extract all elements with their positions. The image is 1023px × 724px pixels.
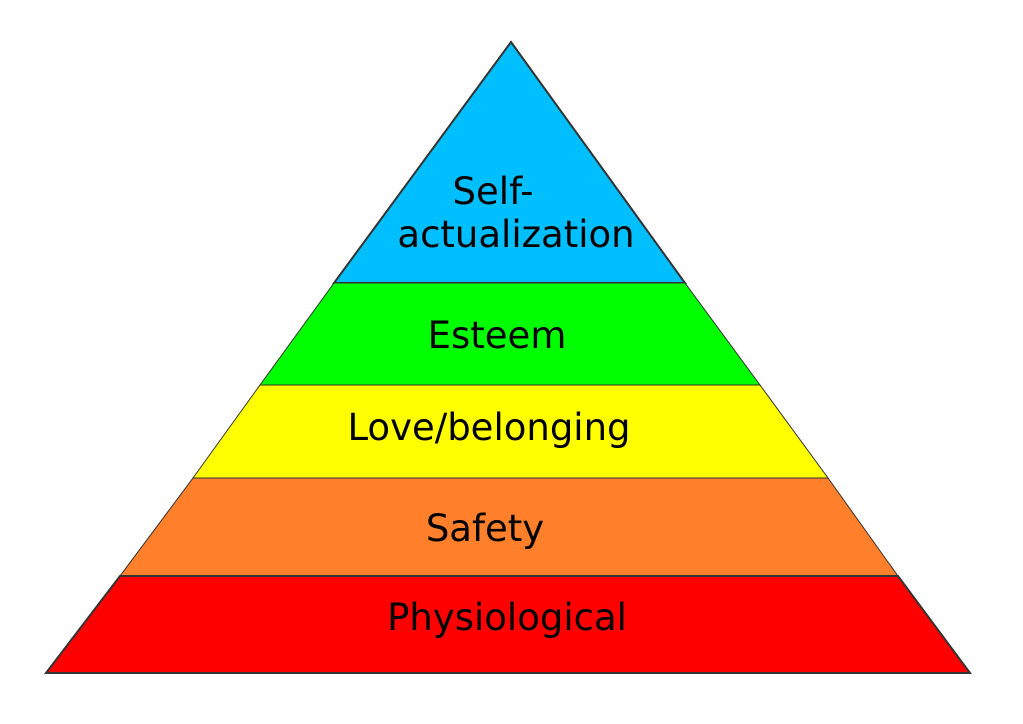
label-esteem: Esteem xyxy=(428,314,567,357)
label-safety: Safety xyxy=(426,507,544,550)
label-physiological: Physiological xyxy=(387,596,627,639)
label-self-actualization-line1: Self- xyxy=(453,170,534,213)
label-self-actualization-line2: actualization xyxy=(397,213,634,256)
level-physiological xyxy=(43,575,972,674)
label-love-belonging: Love/belonging xyxy=(347,406,630,449)
